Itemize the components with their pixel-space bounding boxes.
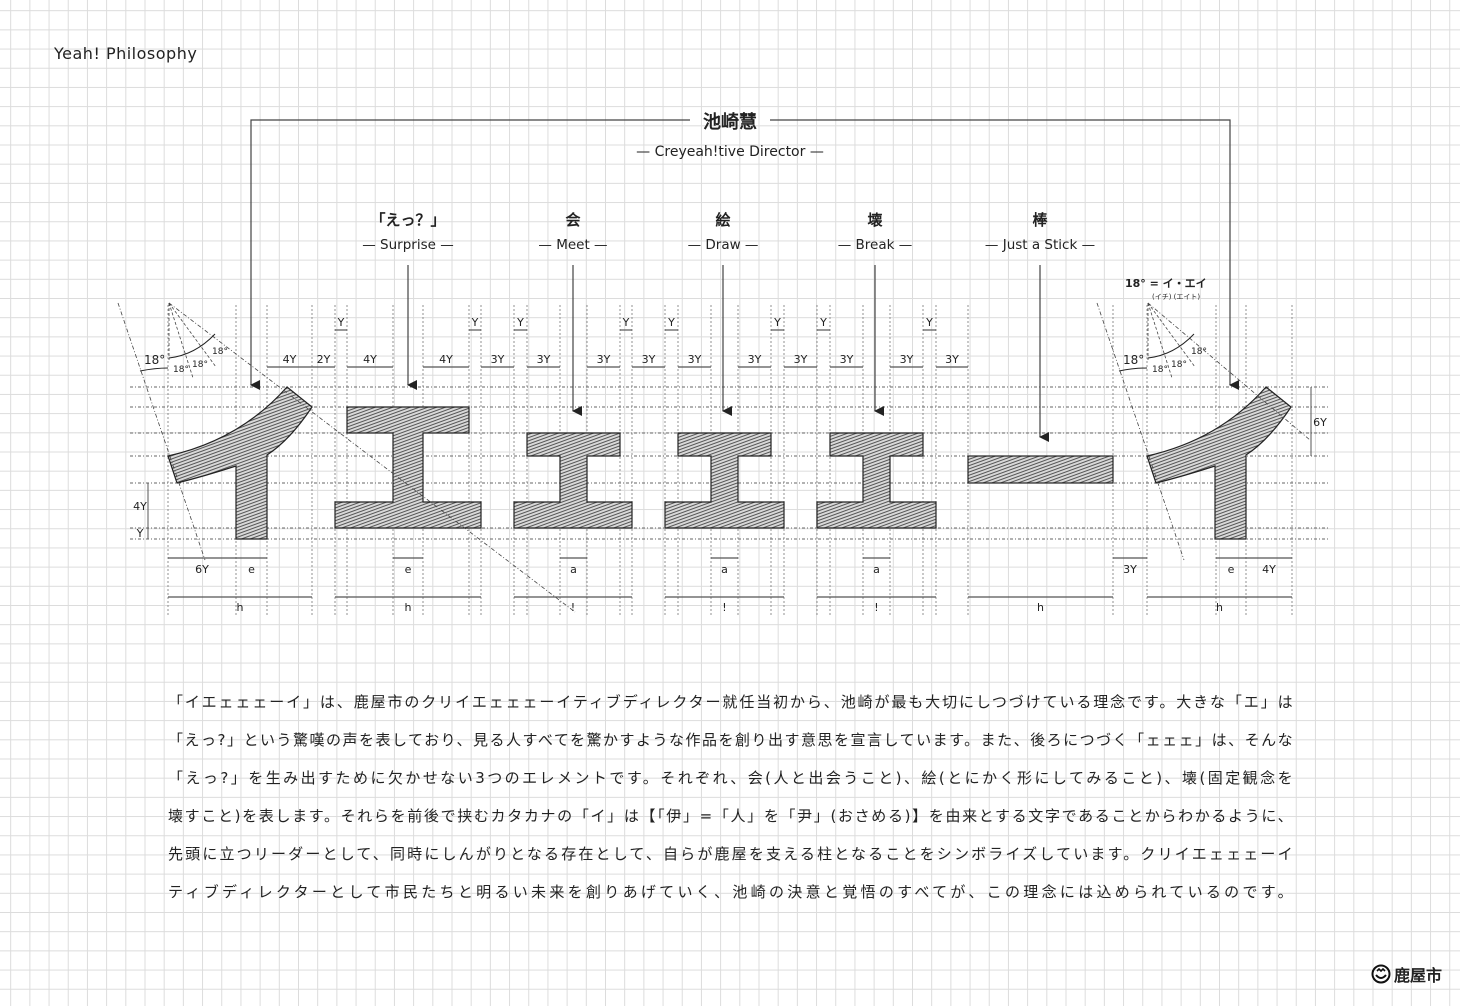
angle-ray xyxy=(1096,302,1185,561)
dimension-label: h xyxy=(237,601,244,614)
dimension-label: h xyxy=(1037,601,1044,614)
dimension-label: 4Y xyxy=(1262,563,1276,576)
element-subtitle: — Just a Stick — xyxy=(985,237,1095,253)
angle-ray xyxy=(168,302,194,379)
dimension-label: 4Y xyxy=(283,353,297,366)
element-labels: 「えっ？」 — Surprise — 会 — Meet — 絵 — Draw — 壊 — Br… xyxy=(362,211,1095,442)
dimension-label: h xyxy=(1216,601,1223,614)
dimension-label: ! xyxy=(571,601,575,614)
angle-label: 18° xyxy=(192,360,208,370)
dimension-label: 3Y xyxy=(597,353,611,366)
dimension-label: e xyxy=(1228,563,1235,576)
logo-text: 鹿屋市 xyxy=(1393,966,1442,985)
dimension-label: 3Y xyxy=(688,353,702,366)
dimension-label: Y xyxy=(925,316,933,329)
dimension-label: 2Y xyxy=(317,353,331,366)
angle-ray xyxy=(1147,302,1311,441)
angle-note-reading: (イチ) (エイト) xyxy=(1152,293,1200,301)
dimension-label: ! xyxy=(874,601,878,614)
paragraph-line: 「イエェェェーイ」は、鹿屋市のクリイエェェェーイティブディレクター就任当初から、… xyxy=(168,693,1292,711)
dimension-label: 3Y xyxy=(491,353,505,366)
dimension-label: Y xyxy=(471,316,479,329)
dimension-label: 6Y xyxy=(1313,416,1327,429)
philosophy-paragraph: 「イエェェェーイ」は、鹿屋市のクリイエェェェーイティブディレクター就任当初から、… xyxy=(168,688,1292,916)
element-title: 会 xyxy=(565,211,580,229)
paragraph-line: 先頭に立つリーダーとして、同時にしんがりとなる存在として、自らが鹿屋を支える柱と… xyxy=(168,845,1292,863)
dimension-label: 4Y xyxy=(439,353,453,366)
angle-arc xyxy=(168,333,216,359)
element-subtitle: — Draw — xyxy=(688,237,759,253)
paragraph-line: ティブディレクターとして市民たちと明るい未来を創りあげていく、池崎の決意と覚悟の… xyxy=(168,883,1292,901)
angle-label: 18° xyxy=(1191,347,1207,357)
glyph-e-small-draw xyxy=(664,432,785,529)
paragraph-line: 壊すこと)を表します。それらを前後で挟むカタカナの「イ」は【「伊」=「人」を「尹… xyxy=(168,807,1292,825)
dimension-label: a xyxy=(570,563,577,576)
dimension-label: a xyxy=(873,563,880,576)
angle-label: 18° xyxy=(1171,360,1187,370)
dimension-label: 3Y xyxy=(900,353,914,366)
dimension-label: Y xyxy=(516,316,524,329)
director-bracket xyxy=(250,119,690,390)
dimension-label: 3Y xyxy=(642,353,656,366)
angle-label: 18° xyxy=(212,347,228,357)
director-role: — Creyeah!tive Director — xyxy=(636,144,824,160)
angle-ray xyxy=(168,302,576,613)
element-subtitle: — Surprise — xyxy=(362,237,453,253)
dimension-label: Y xyxy=(819,316,827,329)
dimension-label: 3Y xyxy=(748,353,762,366)
glyph-e-small-meet xyxy=(513,432,633,529)
director-bracket-right xyxy=(770,119,1239,390)
angle-arc xyxy=(139,367,169,372)
angle-label: 18° xyxy=(1123,353,1144,367)
dimension-label: 3Y xyxy=(840,353,854,366)
dimension-label: a xyxy=(721,563,728,576)
dimension-label: 3Y xyxy=(537,353,551,366)
dimension-label: Y xyxy=(667,316,675,329)
angle-ray xyxy=(117,302,206,561)
angle-ray xyxy=(1147,302,1196,368)
element-subtitle: — Break — xyxy=(838,237,913,253)
dimension-label: 4Y xyxy=(363,353,377,366)
element-title: 壊 xyxy=(867,211,882,229)
dimension-label: Y xyxy=(337,316,345,329)
dimension-label: 3Y xyxy=(1123,563,1137,576)
smiley-face-icon xyxy=(1371,964,1391,984)
dimension-label: ! xyxy=(722,601,726,614)
page-title: Yeah! Philosophy xyxy=(54,44,198,63)
angle-construction: 18°18°18°18°18°18°18°18° xyxy=(117,302,1311,613)
dimension-label: 3Y xyxy=(945,353,959,366)
angle-arc xyxy=(1147,333,1195,359)
glyph-e-large xyxy=(334,406,482,529)
element-title: 絵 xyxy=(715,211,730,229)
glyph-e-small-break xyxy=(816,432,937,529)
dimension-label: Y xyxy=(773,316,781,329)
dimension-label: e xyxy=(405,563,412,576)
dimension-label: 4Y xyxy=(133,500,147,513)
glyph-i-right xyxy=(1146,386,1292,540)
angle-ray xyxy=(168,302,217,368)
paragraph-line: 「えっ?」を生み出すために欠かせない3つのエレメントです。それぞれ、会(人と出会… xyxy=(168,769,1292,787)
element-title: 棒 xyxy=(1032,211,1048,229)
element-title: 「えっ？」 xyxy=(370,211,445,229)
director-name: 池崎慧 xyxy=(703,111,757,133)
logo-glyphs xyxy=(167,386,1292,540)
angle-label: 18° xyxy=(173,365,189,375)
dimension-label: Y xyxy=(622,316,630,329)
angle-note: 18° = イ・エイ xyxy=(1125,277,1207,290)
glyph-i-left xyxy=(167,386,313,540)
dimension-label: h xyxy=(405,601,412,614)
dimension-label: 3Y xyxy=(794,353,808,366)
dimension-label: Y xyxy=(136,527,144,540)
angle-label: 18° xyxy=(144,353,165,367)
paragraph-line: 「えっ?」という驚嘆の声を表しており、見る人すべてを驚かすような作品を創り出す意… xyxy=(168,731,1292,749)
dimension-label: 6Y xyxy=(195,563,209,576)
kanoya-city-logo: 鹿屋市 xyxy=(1371,962,1442,986)
angle-label: 18° xyxy=(1152,365,1168,375)
dimension-labels: 4Y 2Y 4Y 4Y 3Y 3Y 3Y 3Y 3Y 3Y 3Y 3Y 3Y 3Y Y Y Y Y Y Y Y Y 6Y e e… xyxy=(133,316,1327,614)
dimension-label: e xyxy=(248,563,255,576)
element-subtitle: — Meet — xyxy=(538,237,607,253)
angle-ray xyxy=(1147,302,1173,379)
glyph-long-bar xyxy=(967,455,1114,484)
angle-arc xyxy=(1118,367,1148,372)
